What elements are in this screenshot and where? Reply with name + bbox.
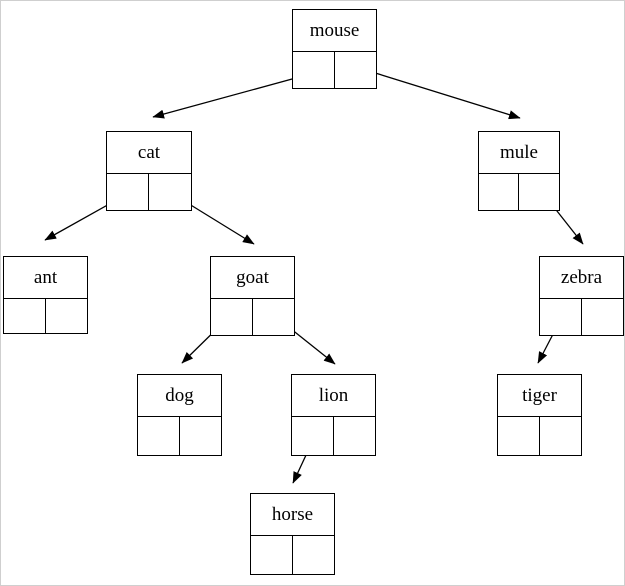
right-pointer-cell-goat[interactable] — [253, 299, 295, 335]
right-pointer-cell-lion[interactable] — [334, 417, 376, 455]
node-pointers-dog — [138, 417, 221, 455]
right-pointer-cell-ant[interactable] — [46, 299, 88, 333]
node-label-horse: horse — [251, 494, 334, 536]
tree-node-lion[interactable]: lion — [291, 374, 376, 456]
left-pointer-cell-zebra[interactable] — [540, 299, 582, 335]
tree-node-ant[interactable]: ant — [3, 256, 88, 334]
node-label-mule: mule — [479, 132, 559, 174]
right-pointer-cell-dog[interactable] — [180, 417, 222, 455]
right-pointer-cell-mouse[interactable] — [335, 52, 377, 88]
node-pointers-tiger — [498, 417, 581, 455]
left-pointer-cell-dog[interactable] — [138, 417, 180, 455]
tree-node-horse[interactable]: horse — [250, 493, 335, 575]
tree-node-mule[interactable]: mule — [478, 131, 560, 211]
node-label-mouse: mouse — [293, 10, 376, 52]
left-pointer-cell-ant[interactable] — [4, 299, 46, 333]
node-label-dog: dog — [138, 375, 221, 417]
right-pointer-cell-mule[interactable] — [519, 174, 559, 210]
node-pointers-zebra — [540, 299, 623, 335]
right-pointer-cell-zebra[interactable] — [582, 299, 624, 335]
left-pointer-cell-cat[interactable] — [107, 174, 149, 210]
tree-node-goat[interactable]: goat — [210, 256, 295, 336]
node-label-zebra: zebra — [540, 257, 623, 299]
node-pointers-lion — [292, 417, 375, 455]
node-label-lion: lion — [292, 375, 375, 417]
tree-node-tiger[interactable]: tiger — [497, 374, 582, 456]
node-pointers-goat — [211, 299, 294, 335]
node-pointers-cat — [107, 174, 191, 210]
left-pointer-cell-mouse[interactable] — [293, 52, 335, 88]
left-pointer-cell-tiger[interactable] — [498, 417, 540, 455]
node-pointers-mule — [479, 174, 559, 210]
node-pointers-ant — [4, 299, 87, 333]
node-label-goat: goat — [211, 257, 294, 299]
left-pointer-cell-mule[interactable] — [479, 174, 519, 210]
tree-node-mouse[interactable]: mouse — [292, 9, 377, 89]
tree-node-cat[interactable]: cat — [106, 131, 192, 211]
left-pointer-cell-horse[interactable] — [251, 536, 293, 574]
node-label-tiger: tiger — [498, 375, 581, 417]
node-label-cat: cat — [107, 132, 191, 174]
right-pointer-cell-tiger[interactable] — [540, 417, 582, 455]
left-pointer-cell-goat[interactable] — [211, 299, 253, 335]
edge-mouse-to-cat — [152, 72, 315, 119]
node-pointers-mouse — [293, 52, 376, 88]
tree-node-dog[interactable]: dog — [137, 374, 222, 456]
node-pointers-horse — [251, 536, 334, 574]
left-pointer-cell-lion[interactable] — [292, 417, 334, 455]
node-label-ant: ant — [4, 257, 87, 299]
right-pointer-cell-horse[interactable] — [293, 536, 335, 574]
right-pointer-cell-cat[interactable] — [149, 174, 191, 210]
edge-mouse-to-mule — [355, 66, 521, 120]
tree-node-zebra[interactable]: zebra — [539, 256, 624, 336]
